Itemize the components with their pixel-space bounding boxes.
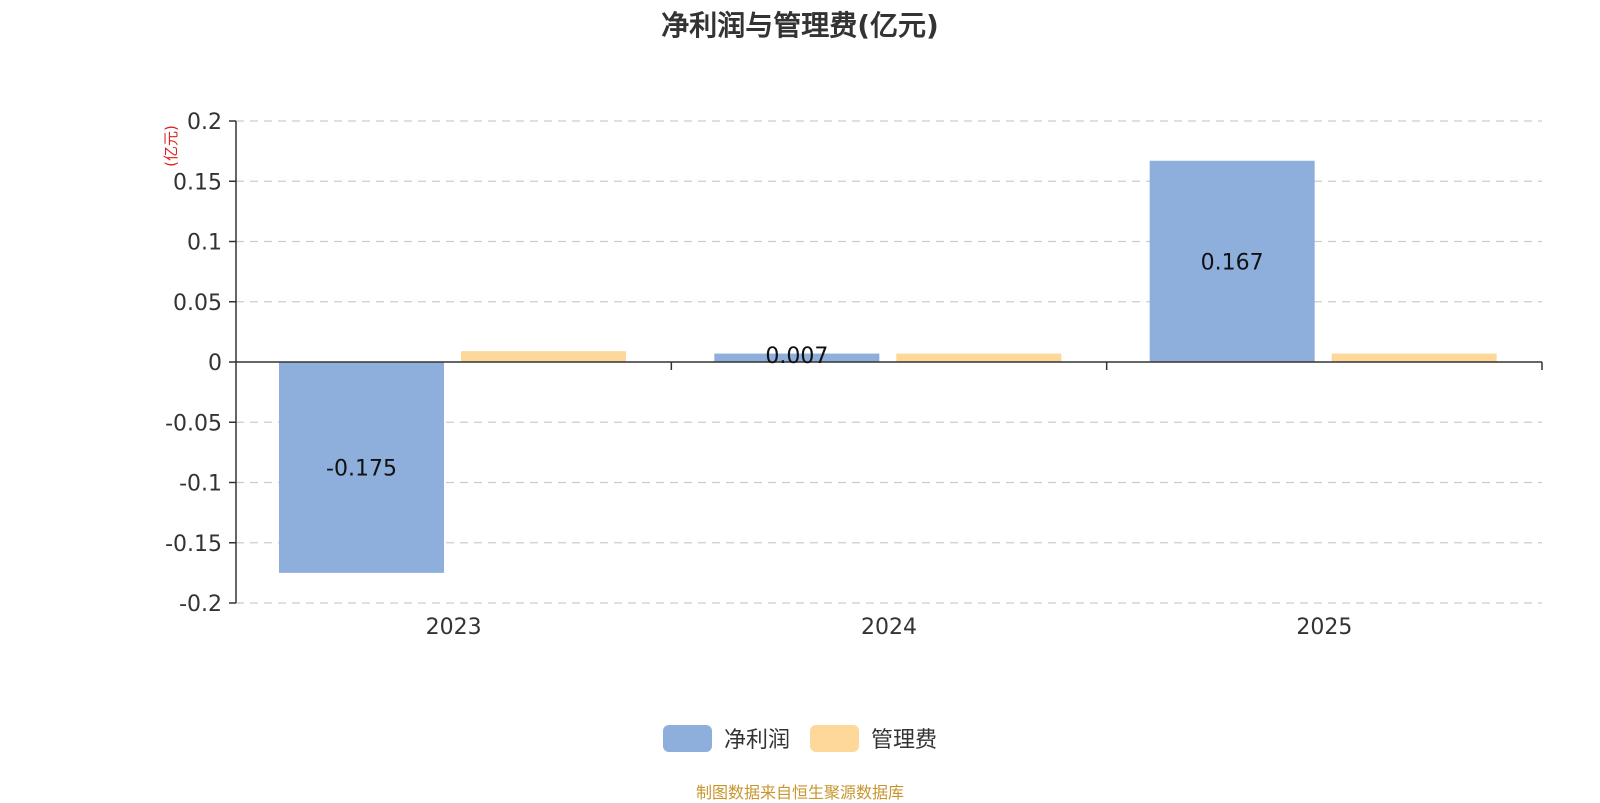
y-tick-label: -0.1 [179, 472, 222, 497]
y-tick-label: -0.05 [165, 411, 222, 436]
legend-label-management-fee: 管理费 [871, 728, 938, 753]
legend-swatch-management-fee [810, 724, 859, 752]
y-tick-label: 0.1 [187, 231, 222, 256]
bar-net-profit-2024[interactable] [714, 353, 880, 362]
x-tick-label: 2024 [861, 615, 917, 640]
bar-net-profit-2023[interactable] [279, 362, 444, 573]
y-tick-label: -0.2 [179, 592, 222, 617]
bar-management-fee-2023[interactable] [461, 351, 626, 362]
bar-management-fee-2024[interactable] [896, 353, 1062, 362]
grid-lines [236, 120, 1542, 604]
bars [279, 160, 1497, 573]
y-tick-label: 0.15 [173, 170, 222, 195]
legend-label-net-profit: 净利润 [723, 728, 790, 753]
data-label: -0.175 [326, 456, 397, 481]
legend-item-net-profit[interactable]: 净利润 [662, 722, 790, 754]
y-axis-unit-label: (亿元) [162, 125, 180, 167]
x-tick-label: 2025 [1296, 615, 1352, 640]
legend: 净利润 管理费 [0, 722, 1600, 754]
y-tick-label: -0.15 [165, 532, 222, 557]
data-label: 0.167 [1201, 250, 1264, 275]
bar-management-fee-2025[interactable] [1331, 353, 1497, 362]
x-tick-label: 2023 [426, 615, 482, 640]
source-note: 制图数据来自恒生聚源数据库 [695, 783, 904, 802]
y-tick-label: 0.05 [173, 291, 222, 316]
y-tick-label: 0 [208, 351, 222, 376]
data-labels: -0.175 0.007 0.167 [326, 250, 1264, 481]
legend-swatch-net-profit [662, 724, 712, 752]
bar-net-profit-2025[interactable] [1149, 160, 1315, 362]
y-tick-label: 0.2 [187, 110, 222, 135]
data-label: 0.007 [765, 344, 828, 369]
legend-item-management-fee[interactable]: 管理费 [810, 722, 937, 754]
axes: 0.2 0.15 0.1 0.05 0 -0.05 -0.1 -0.15 -0.2 2023 202… [165, 110, 1543, 640]
chart-title: 净利润与管理费(亿元) [661, 9, 939, 42]
